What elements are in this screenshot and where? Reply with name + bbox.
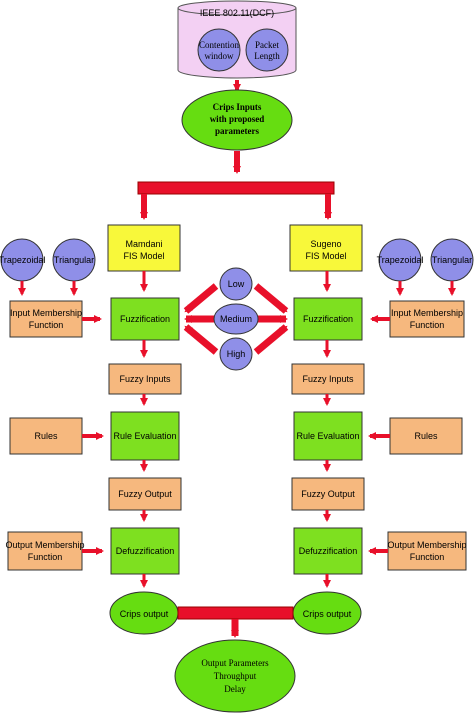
mamdani-line2: FIS Model: [123, 251, 164, 261]
right-output-mf-line1: Output Membership: [387, 540, 466, 550]
sugeno-line2: FIS Model: [305, 251, 346, 261]
mamdani-line1: Mamdani: [125, 239, 162, 249]
right-trapezoidal-label: Trapezoidal: [377, 255, 424, 265]
left-output-mf-line2: Function: [28, 552, 63, 562]
left-defuzzification-box: Defuzzification: [110, 527, 180, 575]
left-fuzzy-output-box: Fuzzy Output: [108, 477, 182, 511]
left-crisp-output-label: Crips output: [120, 609, 169, 619]
right-rule-evaluation-label: Rule Evaluation: [296, 431, 359, 441]
contention-window-line2: window: [205, 51, 235, 61]
right-defuzzification-label: Defuzzification: [299, 546, 358, 556]
right-input-membership-box: Input Membership Function: [389, 300, 465, 338]
sugeno-line1: Sugeno: [310, 239, 341, 249]
right-output-mf-line2: Function: [410, 552, 445, 562]
left-fuzzy-inputs-box: Fuzzy Inputs: [108, 363, 182, 395]
mamdani-fis-model-box: Mamdani FIS Model: [107, 224, 181, 272]
left-triangular-label: Triangular: [54, 255, 94, 265]
left-input-mf-line2: Function: [29, 320, 64, 330]
high-label: High: [227, 349, 246, 359]
left-input-membership-box: Input Membership Function: [9, 300, 83, 338]
output-parameters-ellipse: Output Parameters Throughput Delay: [174, 639, 296, 713]
right-input-mf-line1: Input Membership: [391, 308, 463, 318]
left-triangular-circle: Triangular: [52, 238, 96, 282]
left-rules-box: Rules: [9, 417, 83, 455]
contention-window-circle: Contention window: [197, 28, 241, 72]
crisp-inputs-line2: with proposed: [210, 114, 265, 124]
left-defuzzification-label: Defuzzification: [116, 546, 175, 556]
cylinder-title: IEEE 802.11(DCF): [200, 8, 274, 18]
right-trapezoidal-circle: Trapezoidal: [377, 238, 424, 282]
output-params-line3: Delay: [224, 684, 246, 694]
left-fuzzy-inputs-label: Fuzzy Inputs: [119, 374, 171, 384]
output-params-line2: Throughput: [214, 671, 257, 681]
level-arrows: [183, 283, 289, 355]
right-triangular-label: Triangular: [432, 255, 472, 265]
medium-circle: Medium: [213, 303, 259, 335]
distribution-bar: [137, 181, 335, 195]
left-rules-label: Rules: [34, 431, 58, 441]
right-crisp-output-ellipse: Crips output: [292, 591, 362, 635]
left-fuzzy-output-label: Fuzzy Output: [118, 489, 172, 499]
right-triangular-circle: Triangular: [430, 238, 474, 282]
left-input-mf-line1: Input Membership: [10, 308, 82, 318]
right-fuzzification-box: Fuzzification: [293, 297, 363, 341]
right-rules-box: Rules: [389, 417, 463, 455]
right-crisp-output-label: Crips output: [303, 609, 352, 619]
left-rule-evaluation-label: Rule Evaluation: [113, 431, 176, 441]
merge-bar: [177, 606, 294, 620]
packet-length-line2: Length: [254, 51, 280, 61]
right-input-mf-line2: Function: [410, 320, 445, 330]
left-fuzzification-label: Fuzzification: [120, 314, 170, 324]
medium-label: Medium: [220, 314, 252, 324]
right-fuzzy-output-label: Fuzzy Output: [301, 489, 355, 499]
output-params-line1: Output Parameters: [201, 658, 269, 668]
right-fuzzy-inputs-box: Fuzzy Inputs: [291, 363, 365, 395]
crisp-inputs-ellipse: Crips Inputs with proposed parameters: [181, 89, 293, 151]
low-circle: Low: [219, 267, 253, 301]
left-fuzzification-box: Fuzzification: [110, 297, 180, 341]
left-output-mf-line1: Output Membership: [5, 540, 84, 550]
crisp-inputs-line3: parameters: [215, 126, 259, 136]
left-output-membership-box: Output Membership Function: [5, 531, 85, 571]
contention-window-line1: Contention: [199, 40, 239, 50]
right-defuzzification-box: Defuzzification: [293, 527, 363, 575]
right-output-membership-box: Output Membership Function: [387, 531, 467, 571]
packet-length-circle: Packet Length: [245, 28, 289, 72]
left-trapezoidal-label: Trapezoidal: [0, 255, 45, 265]
right-fuzzy-output-box: Fuzzy Output: [291, 477, 365, 511]
left-trapezoidal-circle: Trapezoidal: [0, 238, 45, 282]
right-rules-label: Rules: [414, 431, 438, 441]
packet-length-line1: Packet: [255, 40, 279, 50]
left-crisp-output-ellipse: Crips output: [109, 591, 179, 635]
sugeno-fis-model-box: Sugeno FIS Model: [289, 224, 363, 272]
high-circle: High: [219, 337, 253, 371]
low-label: Low: [228, 279, 245, 289]
left-rule-evaluation-box: Rule Evaluation: [110, 411, 180, 461]
right-fuzzification-label: Fuzzification: [303, 314, 353, 324]
right-rule-evaluation-box: Rule Evaluation: [293, 411, 363, 461]
crisp-inputs-line1: Crips Inputs: [213, 102, 262, 112]
right-fuzzy-inputs-label: Fuzzy Inputs: [302, 374, 354, 384]
